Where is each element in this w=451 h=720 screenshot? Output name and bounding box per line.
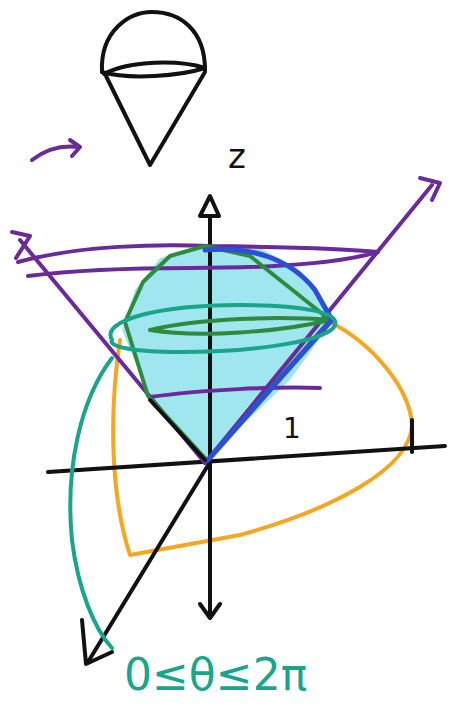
black-edge (150, 400, 205, 460)
cone-left-head (12, 232, 30, 258)
range-label: 0≤θ≤2π (122, 652, 309, 698)
leader-line (70, 358, 112, 648)
icon-rim-back (104, 63, 205, 74)
tick (410, 420, 414, 452)
tick-label: 1 (281, 414, 303, 444)
blue-outline (205, 249, 332, 460)
green-ellipse (150, 318, 330, 334)
axis-label: z (226, 138, 248, 174)
sphere-trace (113, 322, 412, 555)
y-axis (48, 446, 445, 472)
purple-mark (32, 140, 80, 160)
cone-surface (12, 178, 440, 463)
theta-ellipse (110, 305, 335, 352)
cone-right-head (420, 178, 440, 200)
z-arrowhead (200, 196, 219, 216)
cone-inner-ellipse (150, 387, 320, 397)
neg-z-axis (200, 462, 220, 618)
cone-icon (102, 12, 205, 165)
icon-cone (106, 72, 205, 165)
z-axis (208, 200, 212, 462)
